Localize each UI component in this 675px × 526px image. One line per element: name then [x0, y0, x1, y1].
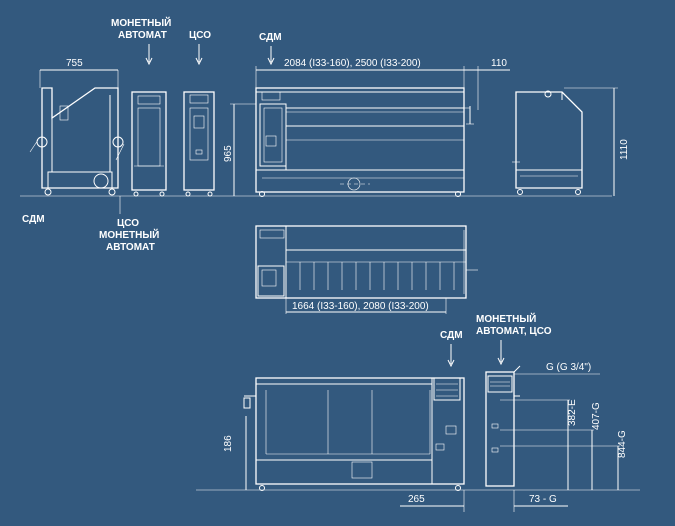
coin-cso-arrow [497, 340, 505, 366]
coin-left-line1: МОНЕТНЫЙ [99, 228, 159, 241]
dim-965: 965 [223, 103, 256, 196]
dim-2084-text: 2084 (I33-160), 2500 (I33-200) [284, 58, 421, 69]
sdm-top-arrow [267, 46, 275, 66]
sdm-left-label: СДМ [22, 214, 45, 225]
coin-label-line1: МОНЕТНЫЙ [111, 16, 171, 29]
cso-label: ЦСО [189, 30, 211, 41]
dim-bottom-horizontals: 265 73 - G [400, 490, 568, 512]
coin-cso-line1: МОНЕТНЫЙ [476, 312, 536, 325]
dim-73-text: 73 - G [529, 494, 557, 505]
sdm-top-label: СДМ [259, 32, 282, 43]
cso-box-front [183, 91, 215, 197]
rear-view-ironer [243, 377, 465, 491]
top-view-ironer [255, 225, 478, 299]
dim-110-text: 110 [491, 58, 507, 69]
coin-label-line2: АВТОМАТ [118, 30, 167, 41]
dim-755-text: 755 [66, 58, 83, 69]
cso-arrow [195, 44, 203, 66]
dim-roll-length: 1664 (I33-160), 2080 (I33-200) [285, 298, 447, 314]
dim-186: 186 [223, 416, 247, 490]
coin-left-line2: АВТОМАТ [106, 242, 155, 253]
dim-382-text: 382-E [567, 399, 578, 426]
side-view-right [512, 90, 583, 195]
dim-186-text: 186 [223, 435, 234, 452]
dim-depth: 755 [39, 58, 119, 88]
coin-arrow [145, 44, 153, 66]
coin-box-front [131, 91, 167, 197]
gas-label: G (G 3/4") [546, 362, 591, 373]
dim-407-text: 407-G [591, 402, 602, 430]
dim-1664-text: 1664 (I33-160), 2080 (I33-200) [292, 301, 429, 312]
side-view-ironer [29, 87, 125, 196]
dim-right-verticals: 382-E 407-G 844-G [500, 399, 628, 490]
cso-left-label: ЦСО [117, 218, 139, 229]
front-view-ironer [255, 87, 474, 197]
sdm-bottom-arrow [447, 344, 455, 368]
dim-265-text: 265 [408, 494, 425, 505]
coin-box-side [485, 365, 521, 487]
dim-844-text: 844-G [617, 430, 628, 458]
dim-1110: 1110 [564, 87, 630, 196]
sdm-bottom-label: СДМ [440, 330, 463, 341]
dim-length-top: 2084 (I33-160), 2500 (I33-200) 110 [255, 58, 510, 110]
dim-1110-text: 1110 [619, 139, 630, 160]
coin-cso-line2: АВТОМАТ, ЦСО [476, 326, 552, 337]
dim-965-text: 965 [223, 145, 234, 162]
